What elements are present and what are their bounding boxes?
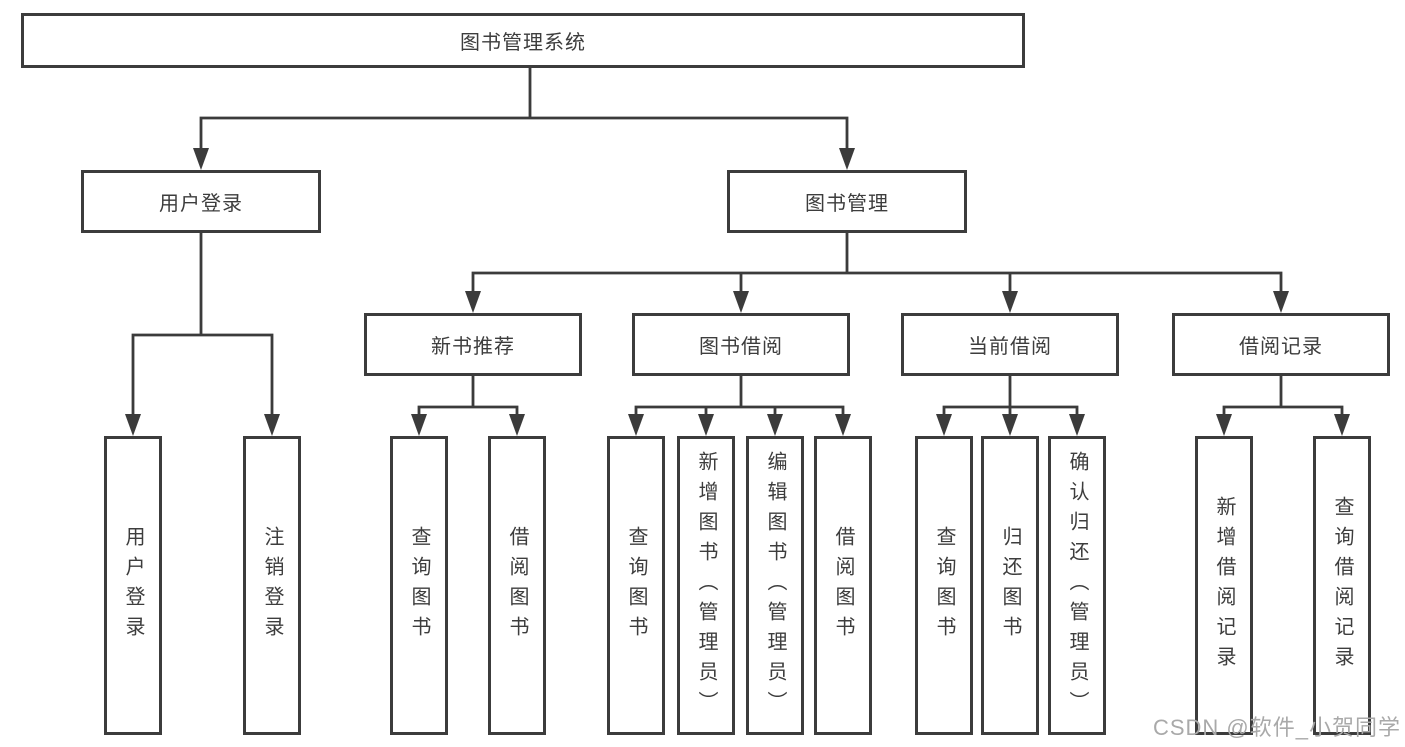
node-label: 新增图书（管理员）	[695, 450, 717, 721]
node-label: 当前借阅	[968, 336, 1052, 358]
node-borrowing-records: 借阅记录	[1172, 313, 1390, 376]
node-book-management: 图书管理	[727, 170, 967, 233]
node-root: 图书管理系统	[21, 13, 1025, 68]
leaf-recommend-borrow-books: 借阅图书	[488, 436, 546, 735]
leaf-user-login: 用户登录	[104, 436, 162, 735]
node-label: 注销登录	[261, 525, 283, 646]
node-book-borrowing: 图书借阅	[632, 313, 850, 376]
node-label: 借阅图书	[832, 525, 854, 646]
leaf-current-return-books: 归还图书	[981, 436, 1039, 735]
node-label: 借阅记录	[1239, 336, 1323, 358]
node-label: 借阅图书	[506, 525, 528, 646]
leaf-borrowing-edit-books-admin: 编辑图书（管理员）	[746, 436, 804, 735]
node-label: 查询图书	[933, 525, 955, 646]
leaf-borrowing-add-books-admin: 新增图书（管理员）	[677, 436, 735, 735]
watermark: CSDN @软件_小贺同学	[1152, 715, 1401, 740]
node-label: 查询图书	[625, 525, 647, 646]
node-user-login: 用户登录	[81, 170, 321, 233]
leaf-records-add-record: 新增借阅记录	[1195, 436, 1253, 735]
leaf-current-query-books: 查询图书	[915, 436, 973, 735]
node-label: 编辑图书（管理员）	[764, 450, 786, 721]
leaf-recommend-query-books: 查询图书	[390, 436, 448, 735]
leaf-records-query-record: 查询借阅记录	[1313, 436, 1371, 735]
node-label: 确认归还（管理员）	[1066, 450, 1088, 721]
node-label: 图书管理系统	[460, 32, 586, 54]
node-label: 查询图书	[408, 525, 430, 646]
node-label: 图书管理	[805, 193, 889, 215]
node-new-book-recommendation: 新书推荐	[364, 313, 582, 376]
node-label: 新书推荐	[431, 336, 515, 358]
node-current-borrowing: 当前借阅	[901, 313, 1119, 376]
node-label: 归还图书	[999, 525, 1021, 646]
node-label: 图书借阅	[699, 336, 783, 358]
node-label: 新增借阅记录	[1213, 495, 1235, 676]
leaf-borrowing-query-books: 查询图书	[607, 436, 665, 735]
node-label: 用户登录	[122, 525, 144, 646]
leaf-logout: 注销登录	[243, 436, 301, 735]
leaf-borrowing-borrow-books: 借阅图书	[814, 436, 872, 735]
leaf-current-confirm-return-admin: 确认归还（管理员）	[1048, 436, 1106, 735]
node-label: 用户登录	[159, 193, 243, 215]
node-label: 查询借阅记录	[1331, 495, 1353, 676]
